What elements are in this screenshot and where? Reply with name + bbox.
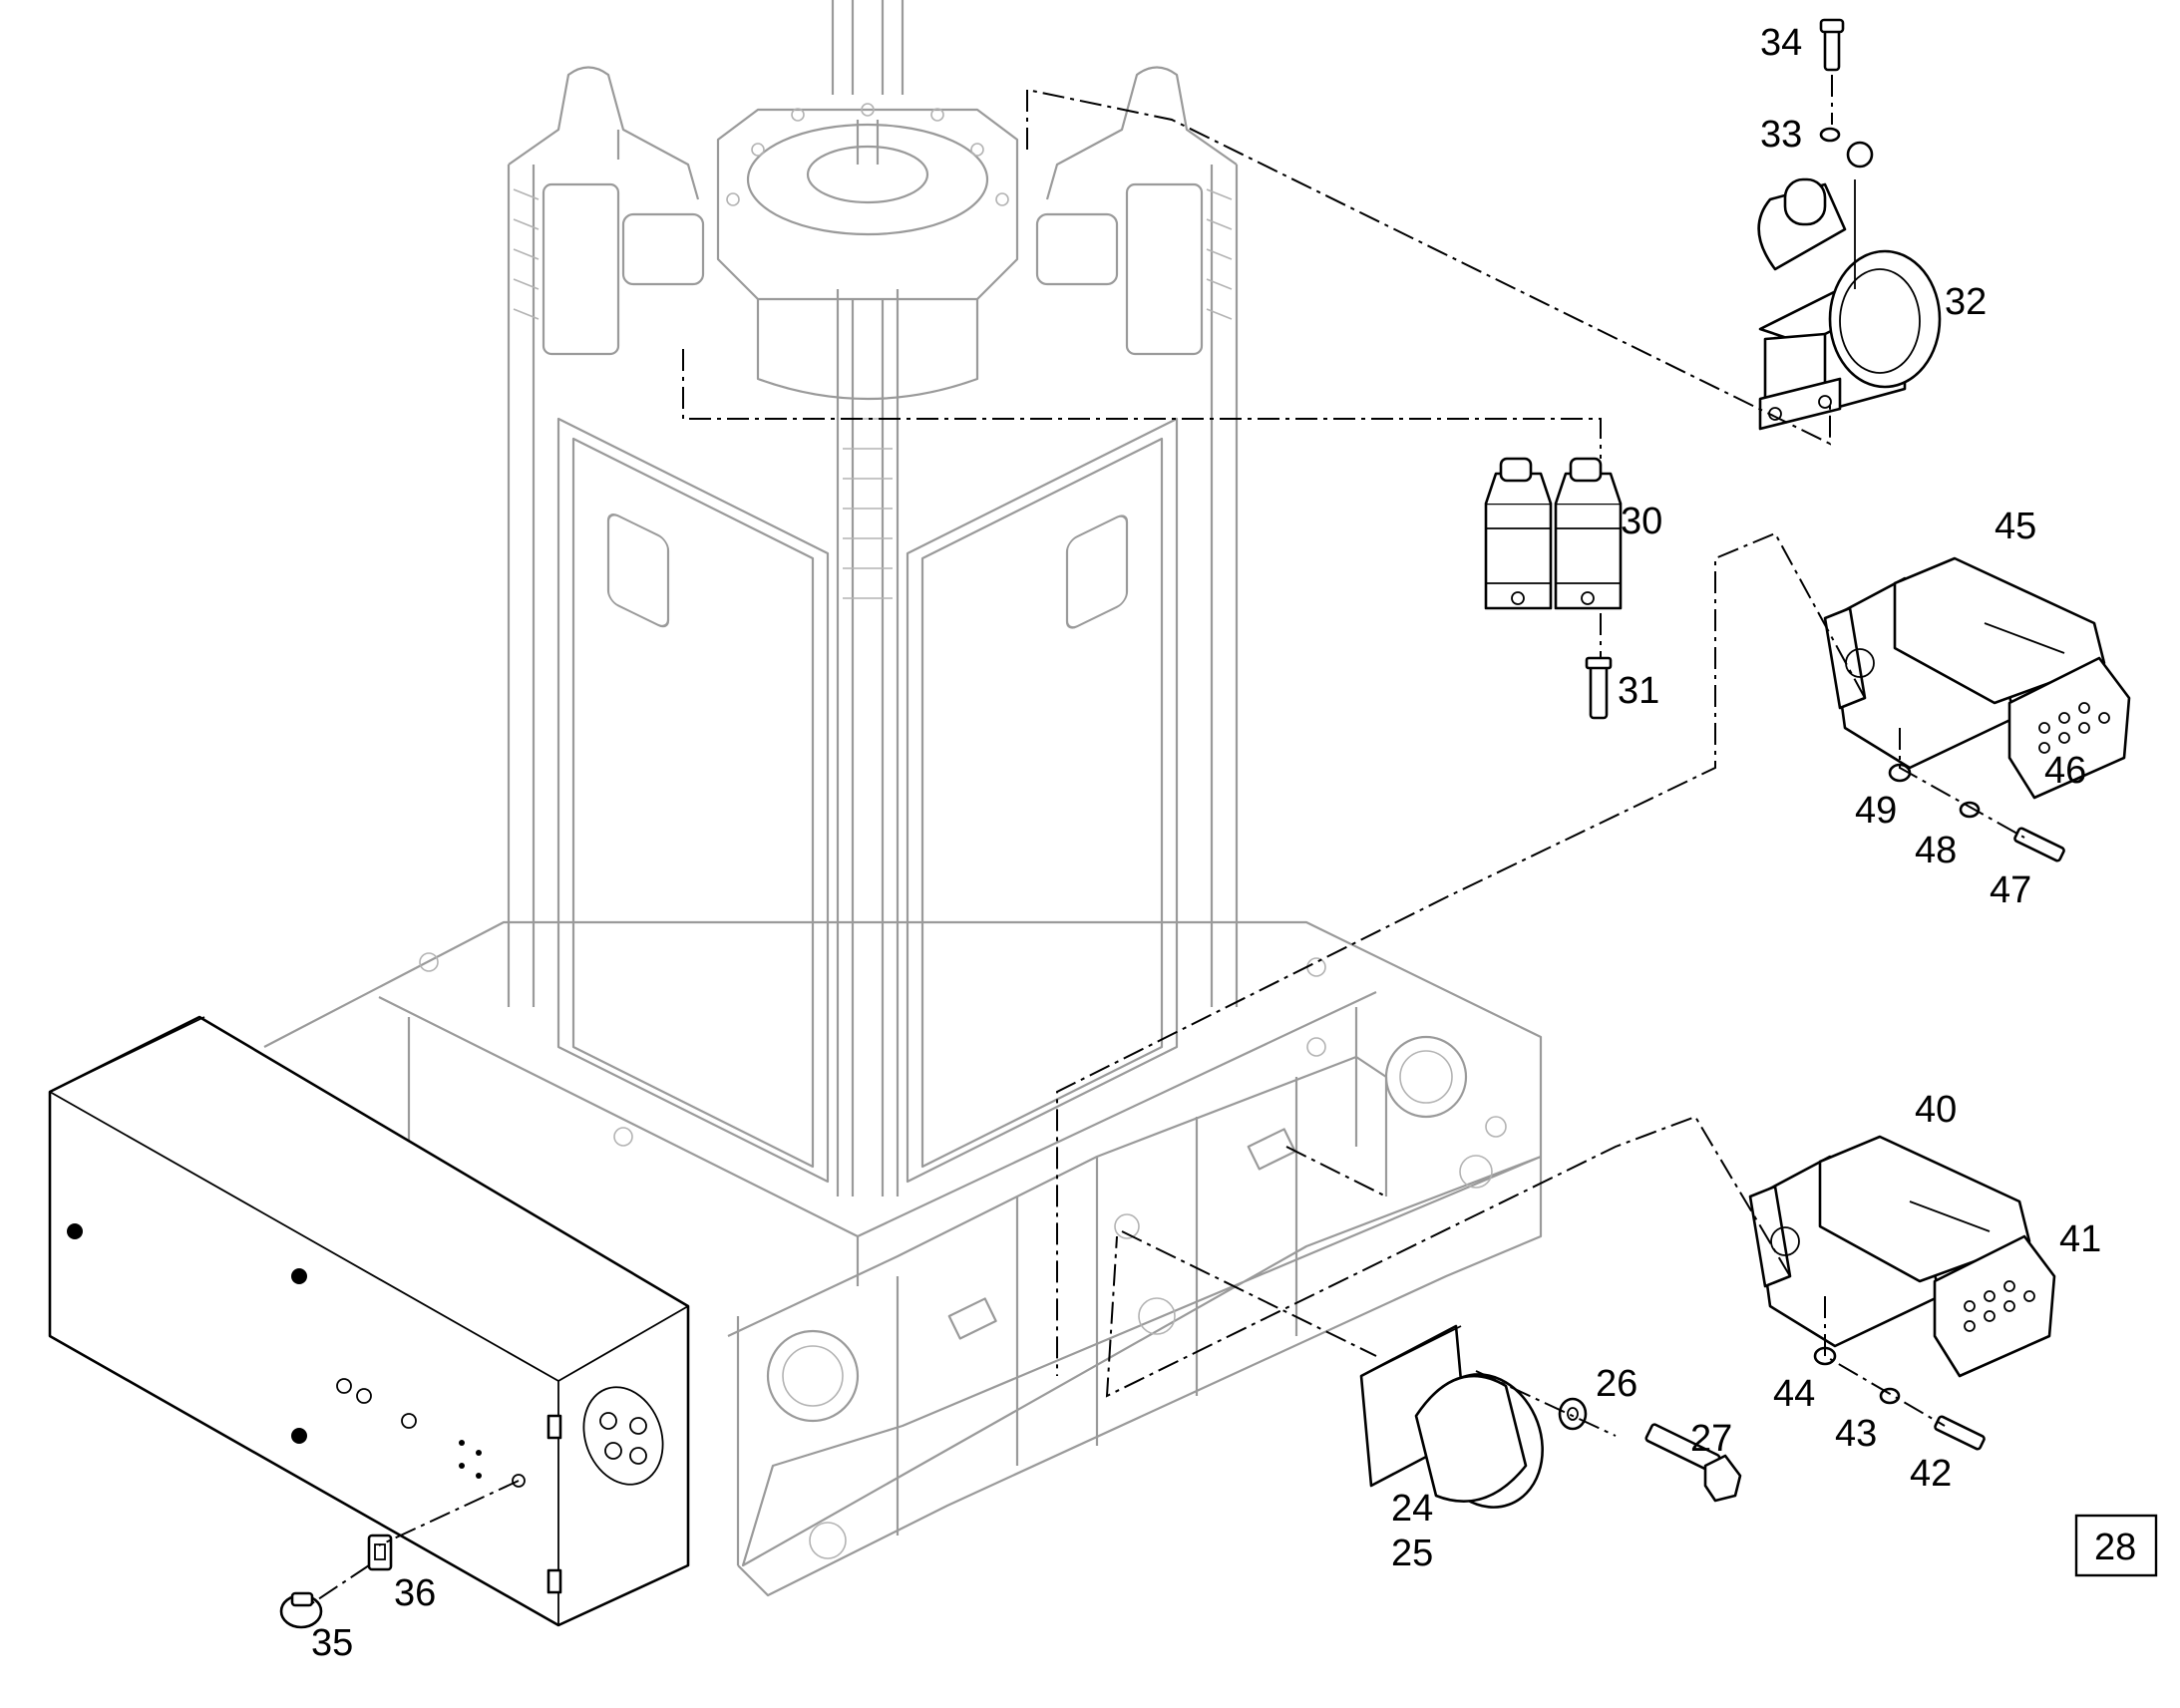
callout-24: 24: [1391, 1488, 1433, 1530]
callout-43: 43: [1835, 1413, 1877, 1455]
sheet-reference-box: 28: [2074, 1514, 2158, 1577]
part-24-25-fan-cover: [1359, 1324, 1544, 1509]
callout-45: 45: [1995, 506, 2036, 547]
callout-42: 42: [1910, 1453, 1952, 1495]
callout-35: 35: [311, 1622, 353, 1664]
callout-33: 33: [1760, 114, 1802, 156]
part-34-screw: [1819, 18, 1845, 72]
callout-26: 26: [1596, 1363, 1637, 1405]
sheet-reference-number: 28: [2094, 1527, 2136, 1568]
callout-34: 34: [1760, 22, 1802, 64]
part-26-washer: [1558, 1397, 1588, 1431]
part-32-sensor: [1757, 141, 1942, 431]
callout-48: 48: [1915, 830, 1957, 871]
callout-31: 31: [1618, 670, 1659, 712]
control-cabinet: [48, 1015, 690, 1627]
callout-40: 40: [1915, 1089, 1957, 1131]
parts-47-48-49-fasteners: [1888, 763, 2065, 862]
machine-frame: [263, 0, 1543, 1597]
callout-labels: 34 33 32 30 31 45 46 49 48 47 40 41 44 4…: [311, 22, 2101, 1664]
parts-42-43-44-fasteners: [1813, 1346, 1986, 1451]
callout-49: 49: [1855, 790, 1897, 832]
callout-25: 25: [1391, 1533, 1433, 1574]
callout-46: 46: [2044, 750, 2086, 792]
part-36-latch: [367, 1534, 393, 1571]
part-27-bolt: [1644, 1423, 1742, 1503]
callout-47: 47: [1990, 869, 2031, 911]
callout-41: 41: [2059, 1218, 2101, 1260]
callout-27: 27: [1690, 1418, 1732, 1460]
part-46-connector-insert: [2007, 656, 2131, 800]
part-45-connector-housing: [1823, 556, 2106, 770]
callout-30: 30: [1621, 501, 1662, 542]
callout-44: 44: [1773, 1373, 1815, 1415]
leader-lines: [308, 75, 2025, 1606]
part-31-screw: [1585, 656, 1613, 720]
part-41-connector-insert: [1933, 1234, 2056, 1378]
callout-32: 32: [1945, 281, 1987, 323]
part-30-limit-switches: [1484, 457, 1623, 610]
callout-36: 36: [394, 1572, 436, 1614]
part-33-washer: [1819, 127, 1841, 143]
